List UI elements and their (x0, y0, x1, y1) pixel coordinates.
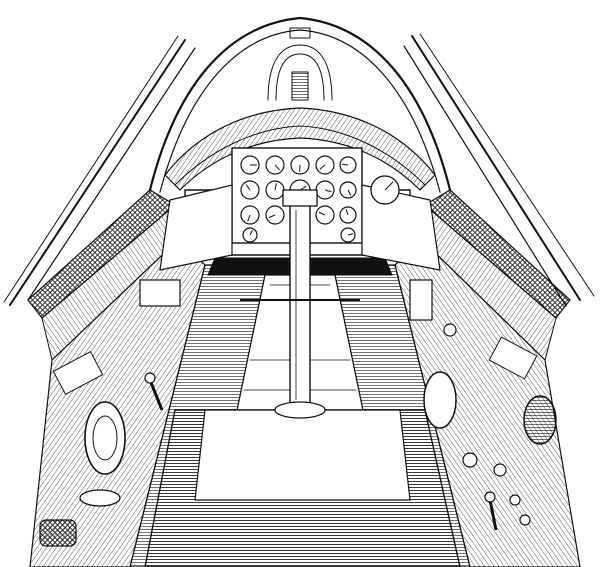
control-column-icon (240, 189, 360, 419)
glare-shield (164, 107, 436, 191)
left-panel-wing (159, 184, 233, 271)
seat-icon (144, 409, 461, 567)
gauge-needle-icon (347, 233, 354, 236)
gauge-needle-icon (274, 183, 277, 191)
right-console (394, 239, 581, 567)
gauge-needle-icon (245, 184, 251, 191)
gauge-needle-icon (319, 164, 326, 170)
gauge-needle-icon (345, 209, 349, 216)
right-panel-wing (361, 175, 441, 271)
gauge-needle-icon (249, 230, 253, 236)
gauge-needle-icon (247, 214, 251, 222)
gauge-needle-icon (274, 164, 280, 171)
gauge-needle-icon (324, 189, 332, 193)
gauge-needle-icon (268, 214, 276, 219)
left-sill (27, 189, 179, 361)
trim-wheel-icon (39, 401, 126, 547)
left-console (29, 239, 206, 567)
gauge-needle-icon (318, 211, 326, 216)
canopy-frame-icon (3, 16, 595, 307)
gauge-needle-icon (341, 163, 349, 166)
gauge-needle-icon (347, 189, 352, 196)
